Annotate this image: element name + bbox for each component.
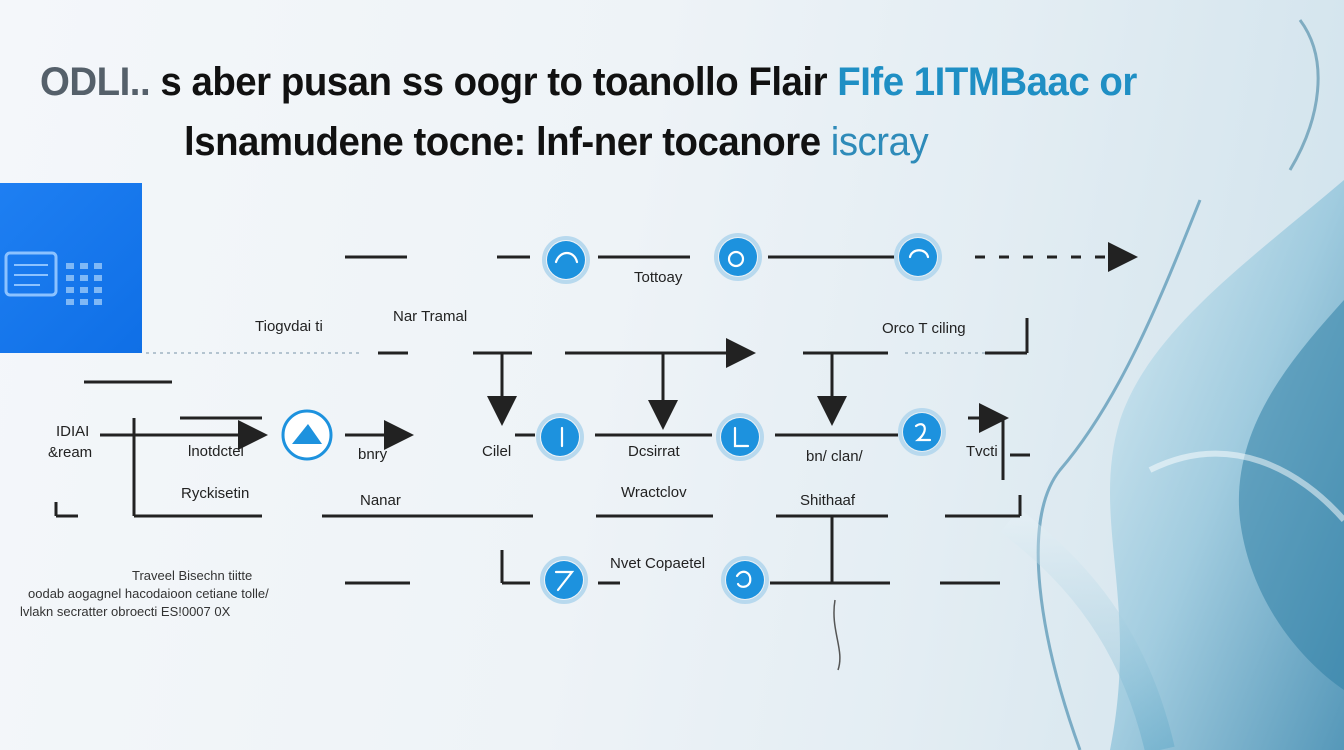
label-dcsirrat: Dcsirrat (628, 443, 680, 460)
node-icon (894, 233, 942, 281)
title-line-1-accent: FIfe 1ITMBaac or (837, 60, 1137, 104)
diagram-title-line-1: ODLI.. s aber pusan ss oogr to toanollo … (40, 60, 1137, 105)
title-line-2: lsnamudene tocne: lnf-ner tocanore (184, 120, 821, 164)
label-wractclov: Wractclov (621, 484, 687, 501)
blue-panel (0, 183, 142, 353)
footnote-line-2: oodab aogagnel hacodaioon cetiane tolle/ (28, 586, 269, 601)
footnote-line-3: lvlakn secratter obroecti ES!0007 0X (20, 604, 231, 619)
title-line-1: s aber pusan ss oogr to toanollo Flair (160, 60, 828, 104)
node-icon (281, 409, 333, 461)
label-tottoay: Tottoay (634, 269, 683, 286)
label-nvet-copaetel: Nvet Copaetel (610, 555, 705, 572)
node-icon (716, 413, 764, 461)
label-nar-tramal: Nar Tramal (393, 308, 467, 325)
title-lead: ODLI.. (40, 60, 151, 104)
label-lnotdctel: lnotdctel (188, 443, 244, 460)
label-idiai: IDIAI (56, 423, 89, 440)
label-shithaaf: Shithaaf (800, 492, 856, 509)
node-icon (898, 408, 946, 456)
label-tvcti: Tvcti (966, 443, 998, 460)
footnote-line-1: Traveel Bisechn tiitte (132, 568, 253, 583)
label-bnry: bnry (358, 446, 388, 463)
node-icon (542, 236, 590, 284)
diagram-title-line-2: lsnamudene tocne: lnf-ner tocanore iscra… (184, 120, 929, 165)
label-bntcan: bn/ clan/ (806, 448, 864, 465)
node-icon (540, 556, 588, 604)
label-sream: &ream (48, 444, 92, 461)
node-icon (721, 556, 769, 604)
label-ryckisetin: Ryckisetin (181, 485, 249, 502)
node-icon (714, 233, 762, 281)
node-icon (536, 413, 584, 461)
connector (833, 599, 841, 671)
label-cilel: Cilel (482, 443, 511, 460)
label-orco-tciling: Orco T ciling (882, 320, 966, 337)
title-line-2-accent: iscray (830, 120, 929, 164)
label-nanar: Nanar (360, 492, 401, 509)
chip-icon (4, 251, 102, 305)
label-tiogvdali: Tiogvdai ti (255, 318, 323, 335)
